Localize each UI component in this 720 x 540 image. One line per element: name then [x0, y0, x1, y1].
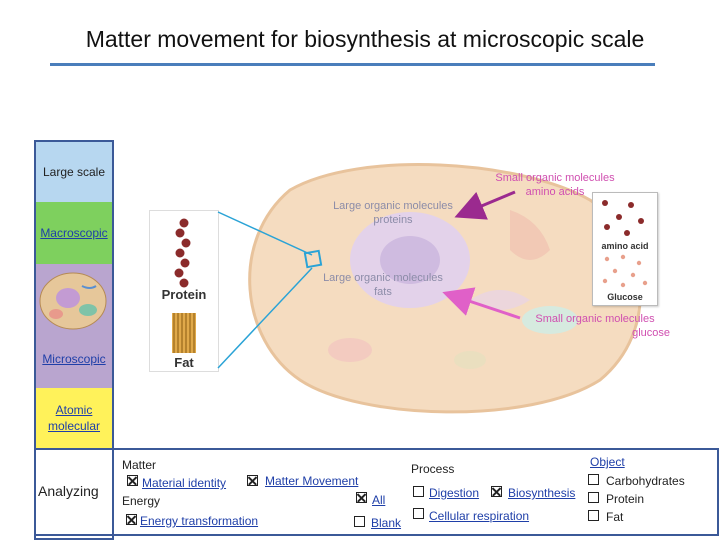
scale-macroscopic-link[interactable]: Macroscopic: [36, 202, 112, 264]
biosynthesis-label[interactable]: Biosynthesis: [508, 486, 576, 500]
blank-label[interactable]: Blank: [371, 516, 402, 530]
inset-glucose-label: Glucose: [607, 292, 643, 302]
protein-label: Protein: [161, 287, 207, 302]
all-checkbox[interactable]: [356, 492, 367, 503]
biosynthesis-checkbox[interactable]: [491, 486, 502, 497]
title-divider: [50, 63, 655, 66]
amino-label: amino acids: [525, 186, 585, 198]
glucose-icon: [602, 254, 648, 288]
digestion-label[interactable]: Digestion: [429, 486, 480, 500]
blank-checkbox[interactable]: [354, 516, 365, 527]
amino-title: Small organic molecules: [495, 172, 615, 184]
glucose-title: Small organic molecules: [535, 313, 655, 325]
fat-object-label[interactable]: Fat: [606, 510, 624, 524]
amino-acid-icon: [602, 200, 644, 236]
carbohydrates-label[interactable]: Carbohydrates: [606, 474, 685, 488]
fats-title: Large organic molecules: [323, 272, 443, 284]
fats-label: fats: [374, 286, 392, 298]
matter-movement-checkbox[interactable]: [247, 475, 258, 486]
page-title: Matter movement for biosynthesis at micr…: [85, 26, 645, 52]
cellular-respiration-checkbox[interactable]: [413, 508, 424, 519]
scale-blank: [36, 448, 112, 538]
protein-chain-icon: [174, 218, 191, 288]
proteins-title: Large organic molecules: [333, 200, 453, 212]
molecule-card: Protein Fat: [149, 210, 219, 372]
glucose-label: glucose: [632, 327, 670, 339]
scale-bar: [34, 140, 114, 540]
matter-movement-label[interactable]: Matter Movement: [265, 474, 359, 488]
process-heading: Process: [411, 462, 455, 476]
analyzing-panel: [34, 448, 719, 536]
cellular-respiration-label[interactable]: Cellular respiration: [429, 509, 530, 523]
small-molecule-inset: amino acid Glucose: [592, 192, 658, 306]
protein-checkbox[interactable]: [588, 492, 599, 503]
all-label[interactable]: All: [372, 493, 386, 507]
analyzing-label: Analyzing: [38, 483, 99, 499]
proteins-label: proteins: [373, 214, 413, 226]
digestion-checkbox[interactable]: [413, 486, 424, 497]
energy-transformation-label[interactable]: Energy transformation: [140, 514, 259, 528]
protein-object-label[interactable]: Protein: [606, 492, 645, 506]
energy-transformation-checkbox[interactable]: [126, 514, 137, 525]
object-heading: Object: [590, 455, 625, 469]
scale-large: Large scale: [36, 142, 112, 202]
carbohydrates-checkbox[interactable]: [588, 474, 599, 485]
fat-checkbox[interactable]: [588, 510, 599, 521]
inset-amino-label: amino acid: [601, 241, 649, 251]
cell-thumbnail-icon: [39, 272, 107, 330]
material-identity-checkbox[interactable]: [127, 475, 138, 486]
scale-atomic-link[interactable]: Atomic molecular: [36, 388, 112, 448]
fat-molecule-icon: [172, 313, 196, 353]
fat-label: Fat: [174, 355, 194, 370]
matter-heading: Matter: [122, 458, 157, 472]
material-identity-label[interactable]: Material identity: [142, 476, 227, 490]
energy-heading: Energy: [122, 494, 161, 508]
